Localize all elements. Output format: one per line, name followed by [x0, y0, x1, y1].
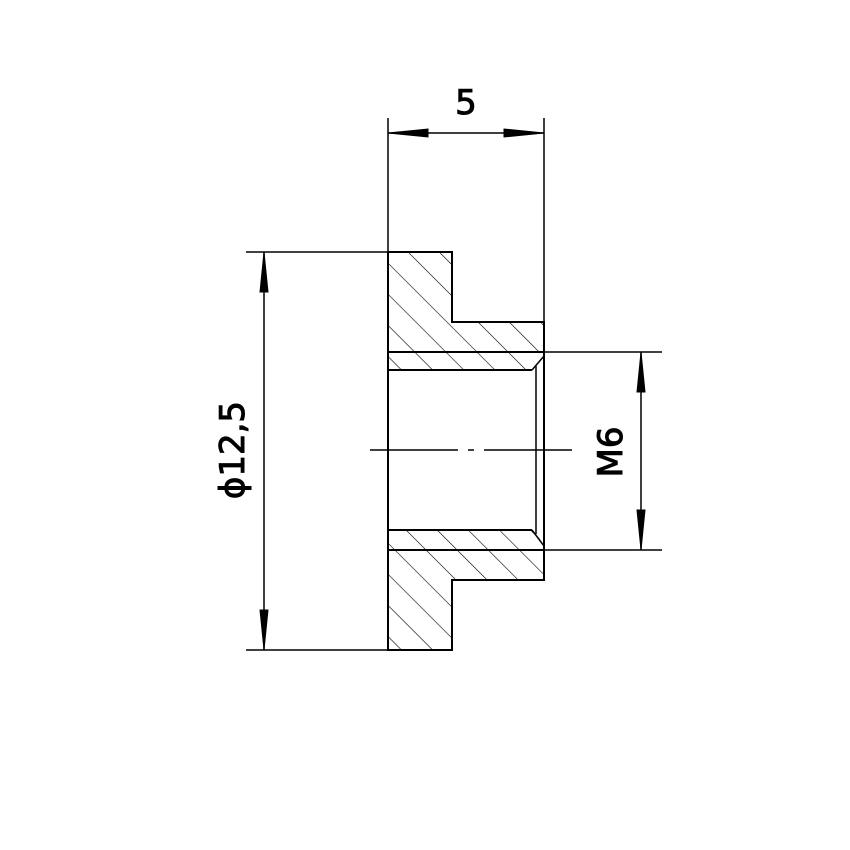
- arrow-bottom: [259, 609, 269, 651]
- arrow-left: [387, 128, 429, 138]
- arrow-top: [259, 251, 269, 293]
- part-outline: [387, 251, 545, 651]
- arrow-thread-bottom: [636, 509, 646, 551]
- hatch-thread-bottom: [388, 530, 540, 550]
- width-dimension-text: 5: [455, 83, 477, 123]
- diameter-dimension-text: ϕ12,5: [213, 401, 253, 499]
- width-dimension: 5: [387, 83, 545, 322]
- hatch-top: [388, 252, 544, 352]
- outer-profile: [387, 251, 545, 651]
- thread-dimension: M6: [544, 351, 662, 551]
- chamfer-bottom: [531, 529, 545, 547]
- diameter-dimension: ϕ12,5: [213, 251, 388, 651]
- hatch-bottom: [388, 550, 544, 650]
- section-hatching: [388, 252, 544, 650]
- arrow-thread-top: [636, 351, 646, 393]
- arrow-right: [503, 128, 545, 138]
- thread-dimension-text: M6: [591, 427, 631, 478]
- hatch-thread-top: [388, 352, 540, 370]
- chamfer-top: [531, 355, 545, 371]
